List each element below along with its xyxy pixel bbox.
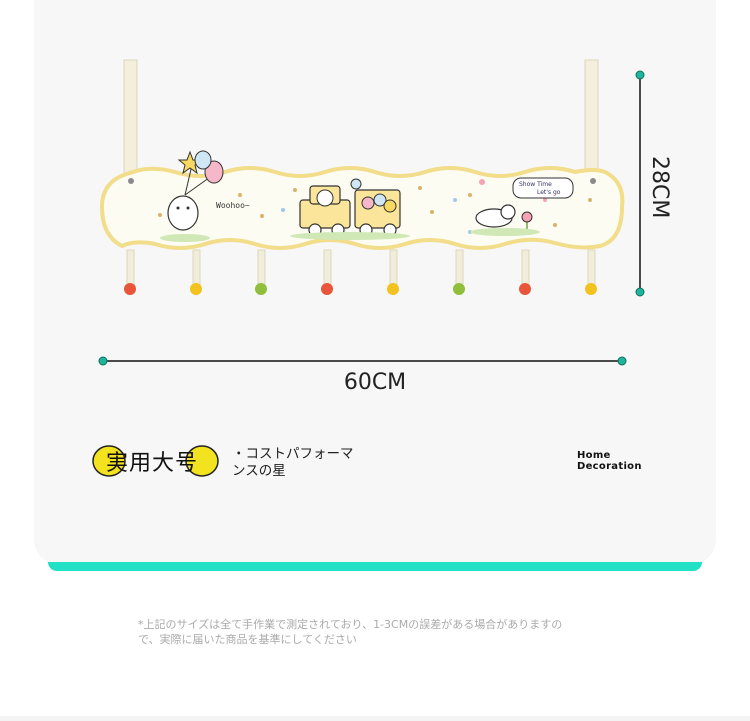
- accent-bar: [48, 562, 702, 571]
- brand-line-1: Home: [577, 450, 611, 461]
- brand-line-2: Decoration: [577, 461, 642, 472]
- measurement-footnote: *上記のサイズは全て手作業で測定されており、1-3CMの誤差がある場合があります…: [138, 617, 608, 647]
- product-card: [34, 0, 716, 565]
- door-hook-left: [123, 59, 138, 181]
- train-art: [290, 178, 410, 240]
- width-dimension: [98, 356, 627, 366]
- feature-line-2: ンスの星: [232, 463, 286, 479]
- balloon-text: Woohoo~: [216, 201, 250, 210]
- width-label: 60CM: [343, 370, 407, 395]
- speech-line-2: Let's go: [537, 189, 561, 196]
- footnote-line-1: *上記のサイズは全て手作業で測定されており、1-3CMの誤差がある場合があります…: [138, 618, 563, 631]
- decorative-panel: [99, 150, 625, 250]
- badge-bubble-shape: [92, 445, 219, 477]
- brand-mark: Home Decoration: [577, 450, 642, 472]
- hook-rack-illustration: [98, 59, 645, 366]
- door-hook-right: [584, 59, 599, 181]
- footnote-line-2: で、実際に届いた商品を基準にしてください: [138, 633, 357, 646]
- feature-line-1: ・コストパフォーマ: [232, 446, 354, 462]
- height-dimension: [635, 70, 645, 297]
- badge-label: 実用大号: [106, 451, 199, 476]
- speech-line-1: Show Time: [519, 181, 552, 188]
- dog-speech-art: [470, 177, 574, 236]
- height-label: 28CM: [647, 156, 672, 219]
- bottom-divider: [0, 716, 750, 721]
- bunny-balloons-art: [160, 150, 224, 242]
- speech-bubble: Show Time Let's go: [519, 181, 560, 197]
- feature-text: ・コストパフォーマ ンスの星: [232, 446, 372, 480]
- hook-knobs: [124, 283, 597, 295]
